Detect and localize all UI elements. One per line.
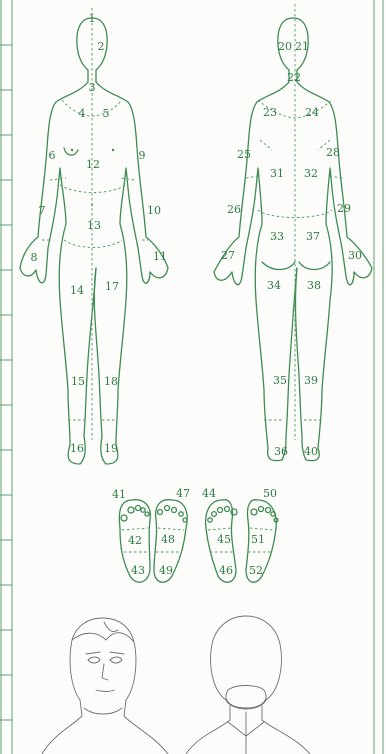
region-label-35: 35	[273, 374, 287, 387]
region-label-41: 41	[112, 488, 126, 501]
front-body-figure	[20, 8, 168, 464]
region-label-43: 43	[131, 564, 145, 577]
front-head-figure	[42, 618, 168, 754]
region-label-49: 49	[159, 564, 173, 577]
region-label-11: 11	[153, 250, 167, 263]
region-label-33: 33	[270, 230, 284, 243]
region-label-20: 20	[278, 40, 292, 53]
region-label-5: 5	[103, 107, 110, 120]
region-label-13: 13	[87, 219, 101, 232]
region-labels: 1 2 3 4 5 6 7 8 9 10 11 12 13 14 15 16 1…	[31, 12, 363, 577]
region-label-26: 26	[227, 203, 241, 216]
region-label-9: 9	[139, 149, 146, 162]
region-label-22: 22	[287, 71, 301, 84]
region-label-8: 8	[31, 251, 38, 264]
left-form-grid	[0, 0, 12, 754]
region-label-45: 45	[217, 533, 231, 546]
region-label-12: 12	[86, 158, 100, 171]
region-label-52: 52	[249, 564, 263, 577]
region-label-30: 30	[348, 249, 362, 262]
region-label-4: 4	[79, 107, 86, 120]
region-label-40: 40	[304, 445, 318, 458]
region-label-28: 28	[326, 146, 340, 159]
region-label-36: 36	[274, 445, 288, 458]
region-label-47: 47	[176, 487, 190, 500]
region-label-51: 51	[251, 533, 265, 546]
region-label-44: 44	[202, 487, 216, 500]
region-label-46: 46	[219, 564, 233, 577]
region-label-38: 38	[307, 279, 321, 292]
region-label-6: 6	[49, 149, 56, 162]
region-label-34: 34	[267, 279, 281, 292]
region-label-1: 1	[89, 12, 96, 25]
region-label-48: 48	[161, 533, 175, 546]
region-label-2: 2	[98, 40, 105, 53]
region-label-37: 37	[306, 230, 320, 243]
region-label-17: 17	[105, 280, 119, 293]
region-label-32: 32	[304, 167, 318, 180]
region-label-23: 23	[263, 106, 277, 119]
region-label-25: 25	[237, 148, 251, 161]
region-label-18: 18	[104, 375, 118, 388]
region-label-24: 24	[305, 106, 319, 119]
region-label-16: 16	[70, 442, 84, 455]
back-head-figure	[186, 616, 310, 754]
region-label-39: 39	[304, 374, 318, 387]
region-label-31: 31	[270, 167, 284, 180]
region-label-42: 42	[128, 534, 142, 547]
region-label-15: 15	[71, 375, 85, 388]
region-label-21: 21	[295, 40, 309, 53]
region-label-3: 3	[89, 81, 96, 94]
region-label-7: 7	[39, 204, 46, 217]
right-page-edge	[374, 0, 383, 754]
region-label-27: 27	[221, 249, 235, 262]
region-label-29: 29	[337, 202, 351, 215]
region-label-19: 19	[104, 442, 118, 455]
region-label-14: 14	[70, 284, 84, 297]
region-label-50: 50	[263, 487, 277, 500]
region-label-10: 10	[147, 204, 161, 217]
